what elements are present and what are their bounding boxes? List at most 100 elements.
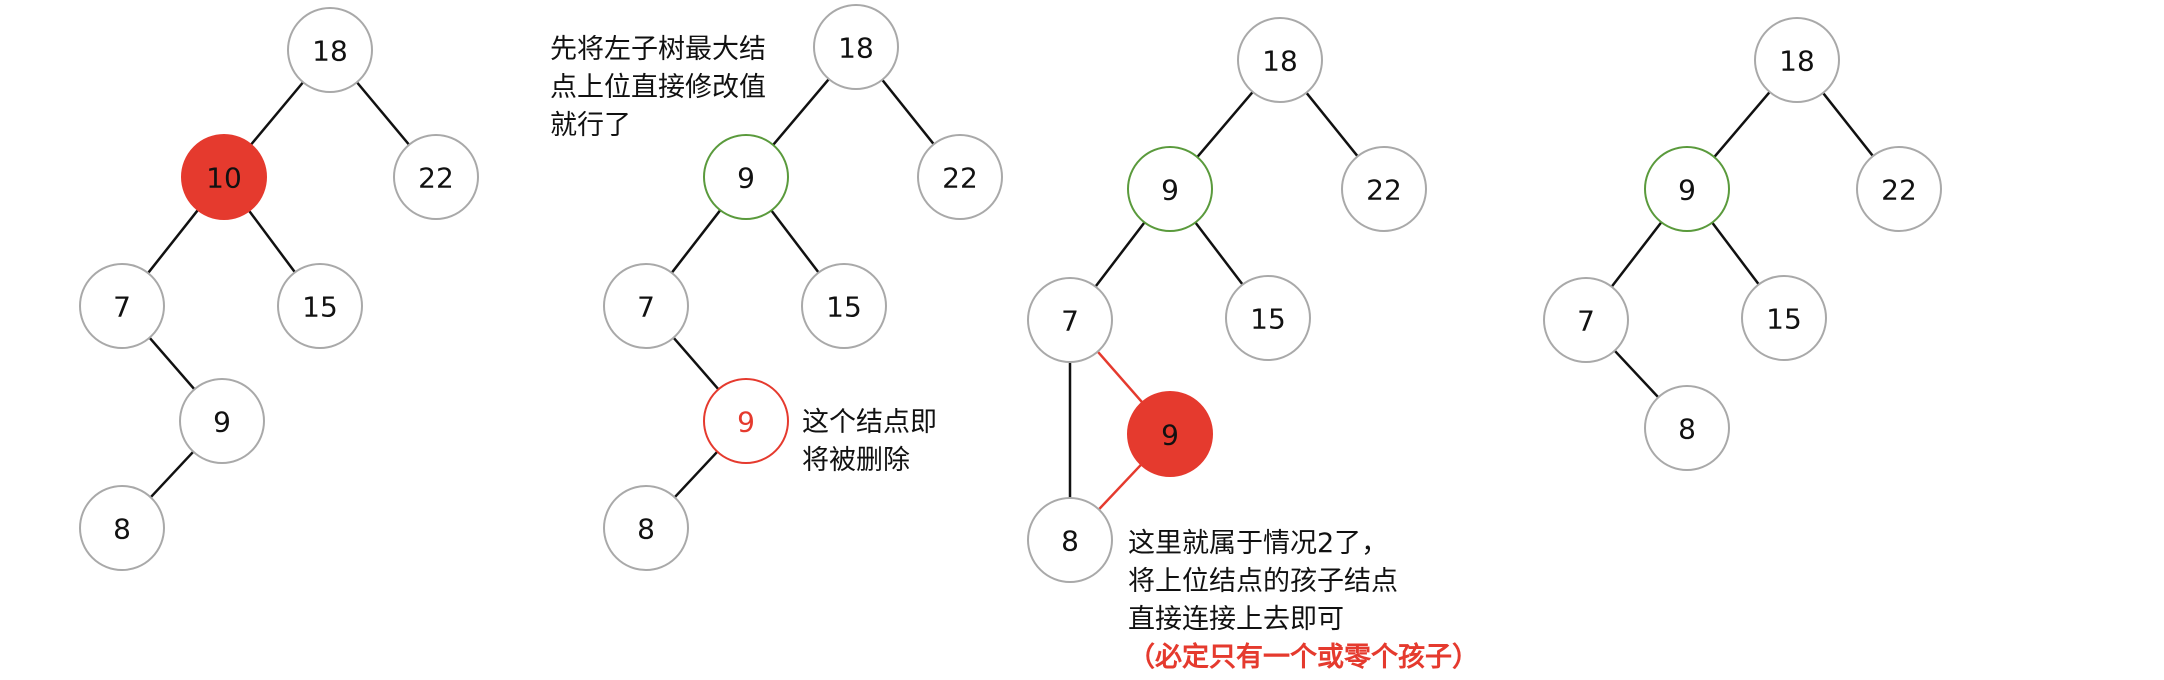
edge-c9-c15: [1194, 221, 1244, 286]
tree-node-c9: 9: [1127, 146, 1213, 232]
tree-node-d7: 7: [1543, 277, 1629, 363]
edge-d18-d9: [1713, 91, 1771, 158]
node-label: 9: [1161, 174, 1179, 207]
edge-b18-b22: [881, 79, 935, 145]
edge-a9-a8: [149, 450, 195, 499]
tree-node-c22: 22: [1341, 146, 1427, 232]
tree-node-a15: 15: [277, 263, 363, 349]
node-circle: [1027, 277, 1113, 363]
edge-c18-c9: [1196, 91, 1254, 158]
node-circle: [287, 7, 373, 93]
edge-b9-b15: [770, 209, 820, 274]
node-circle: [277, 263, 363, 349]
edge-d9-d15: [1711, 221, 1760, 286]
node-circle: [181, 134, 267, 220]
tree-node-b15: 15: [801, 263, 887, 349]
node-label: 22: [418, 162, 454, 195]
tree-node-a10: 10: [181, 134, 267, 220]
tree-node-a9: 9: [179, 378, 265, 464]
note-step3-line1: 这里就属于情况2了，: [1128, 528, 1388, 559]
tree-node-d18: 18: [1754, 17, 1840, 103]
node-circle: [1237, 17, 1323, 103]
tree-node-d9: 9: [1644, 146, 1730, 232]
node-circle: [1341, 146, 1427, 232]
tree-node-b9del: 9: [703, 378, 789, 464]
edge-d18-d22: [1822, 92, 1874, 157]
node-label: 15: [1250, 303, 1286, 336]
node-label: 8: [1678, 413, 1696, 446]
tree-node-a8: 8: [79, 485, 165, 571]
edge-a7-a9: [148, 336, 196, 391]
note-step3-line2: 将上位结点的孩子结点: [1128, 566, 1398, 597]
node-circle: [801, 263, 887, 349]
edge-a18-a10: [249, 81, 305, 146]
node-circle: [1644, 146, 1730, 232]
node-circle: [1741, 275, 1827, 361]
node-label: 9: [737, 406, 755, 439]
edge-c9-c7: [1094, 221, 1146, 288]
note-step2-line2: 将被删除: [802, 445, 910, 476]
node-circle: [1543, 277, 1629, 363]
node-label: 8: [1061, 525, 1079, 558]
note-step1-line1: 先将左子树最大结: [550, 34, 766, 65]
node-circle: [703, 134, 789, 220]
node-circle: [79, 263, 165, 349]
tree-node-c15: 15: [1225, 275, 1311, 361]
node-circle: [1027, 497, 1113, 583]
tree-node-c7: 7: [1027, 277, 1113, 363]
node-circle: [813, 4, 899, 90]
node-label: 9: [1161, 419, 1179, 452]
node-label: 22: [1881, 174, 1917, 207]
node-circle: [1754, 17, 1840, 103]
node-circle: [1225, 275, 1311, 361]
tree-node-c9del: 9: [1127, 391, 1213, 477]
tree-node-a18: 18: [287, 7, 373, 93]
node-label: 22: [1366, 174, 1402, 207]
note-step2: 这个结点即 将被删除: [802, 407, 937, 476]
edge-a18-a22: [355, 81, 411, 146]
node-circle: [703, 378, 789, 464]
node-circle: [1856, 146, 1942, 232]
tree-node-a7: 7: [79, 263, 165, 349]
node-label: 9: [1678, 174, 1696, 207]
tree-node-b7: 7: [603, 263, 689, 349]
node-label: 18: [312, 35, 348, 68]
tree-node-d22: 22: [1856, 146, 1942, 232]
node-circle: [393, 134, 479, 220]
node-circle: [1644, 385, 1730, 471]
tree-node-d15: 15: [1741, 275, 1827, 361]
node-label: 9: [213, 406, 231, 439]
edge-b9del-b8: [673, 450, 719, 499]
note-step3: 这里就属于情况2了， 将上位结点的孩子结点 直接连接上去即可 （必定只有一个或零…: [1128, 528, 1479, 673]
tree-node-b18: 18: [813, 4, 899, 90]
edge-d7-d8: [1613, 349, 1660, 399]
node-circle: [1127, 391, 1213, 477]
tree-node-c8: 8: [1027, 497, 1113, 583]
tree-node-c18: 18: [1237, 17, 1323, 103]
edge-c18-c22: [1305, 91, 1359, 158]
node-label: 15: [302, 291, 338, 324]
tree-node-a22: 22: [393, 134, 479, 220]
node-label: 8: [113, 513, 131, 546]
tree-node-b22: 22: [917, 134, 1003, 220]
node-label: 18: [1262, 45, 1298, 78]
node-circle: [603, 485, 689, 571]
node-label: 18: [838, 32, 874, 65]
node-circle: [79, 485, 165, 571]
note-step1-line3: 就行了: [550, 110, 631, 141]
node-circle: [179, 378, 265, 464]
edges-layer: [147, 78, 1874, 511]
node-circle: [1127, 146, 1213, 232]
edge-highlight-c7-c9del: [1096, 350, 1144, 404]
tree-node-b8: 8: [603, 485, 689, 571]
node-label: 22: [942, 162, 978, 195]
edge-highlight-c9del-c8: [1097, 463, 1143, 511]
node-label: 7: [113, 291, 131, 324]
node-label: 9: [737, 162, 755, 195]
note-step1-line2: 点上位直接修改值: [550, 72, 766, 103]
edge-b9-b7: [670, 209, 722, 274]
edge-b7-b9del: [672, 336, 720, 391]
node-label: 18: [1779, 45, 1815, 78]
node-label: 7: [1061, 305, 1079, 338]
